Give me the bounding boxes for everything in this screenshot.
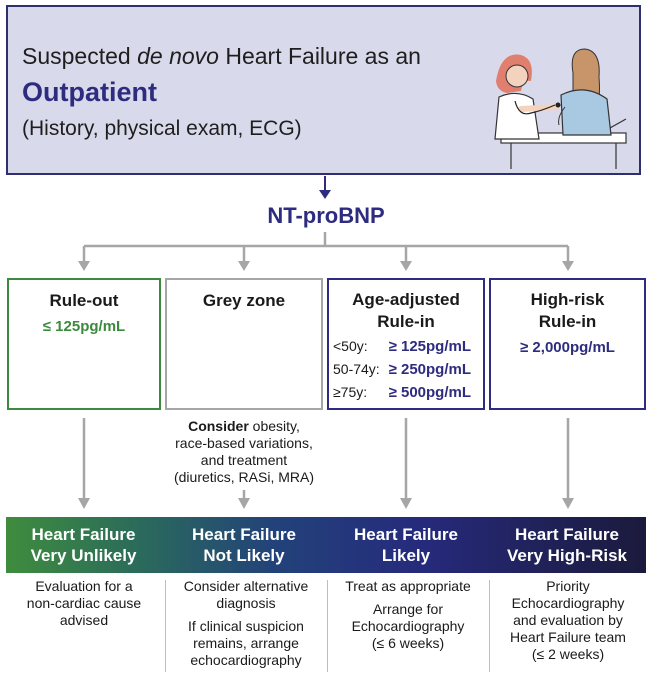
column-divider — [489, 580, 490, 672]
header-title: Suspected de novo Heart Failure as an — [22, 43, 421, 69]
age-row-50-74: 50-74y: ≥ 250pg/mL — [333, 361, 471, 378]
rule-out-box: Rule-out ≤ 125pg/mL — [7, 278, 161, 410]
age-adjusted-box: Age-adjusted Rule-in <50y: ≥ 125pg/mL 50… — [327, 278, 485, 410]
high-risk-title: High-risk Rule-in — [530, 290, 605, 331]
header-setting: Outpatient — [22, 77, 157, 107]
rule-out-title: Rule-out — [49, 291, 119, 310]
column-divider — [327, 580, 328, 672]
header-subtitle: (History, physical exam, ECG) — [22, 117, 302, 140]
header-panel: Suspected de novo Heart Failure as an Ou… — [6, 5, 641, 175]
age-row-75-plus: ≥75y: ≥ 500pg/mL — [333, 384, 471, 401]
action-not-likely: Consider alternative diagnosis If clinic… — [183, 578, 309, 668]
age-row-under-50: <50y: ≥ 125pg/mL — [333, 338, 471, 355]
high-risk-threshold: ≥ 2,000pg/mL — [520, 339, 615, 356]
grey-zone-box: Grey zone — [165, 278, 323, 410]
grey-zone-note: Consider obesity, race-based variations,… — [173, 418, 315, 485]
high-risk-box: High-risk Rule-in ≥ 2,000pg/mL — [489, 278, 646, 410]
action-very-high-risk: Priority Echocardiography and evaluation… — [510, 578, 626, 662]
column-divider — [165, 580, 166, 672]
action-likely: Treat as appropriate Arrange for Echocar… — [345, 578, 471, 651]
doctor-patient-illustration — [494, 48, 627, 169]
arrow-down-icon — [319, 190, 331, 199]
grey-zone-title: Grey zone — [202, 291, 286, 310]
action-very-unlikely: Evaluation for a non-cardiac cause advis… — [26, 578, 142, 628]
biomarker-label: NT-proBNP — [267, 203, 385, 228]
rule-out-threshold: ≤ 125pg/mL — [42, 318, 126, 335]
age-adjusted-title: Age-adjusted Rule-in — [352, 290, 460, 331]
